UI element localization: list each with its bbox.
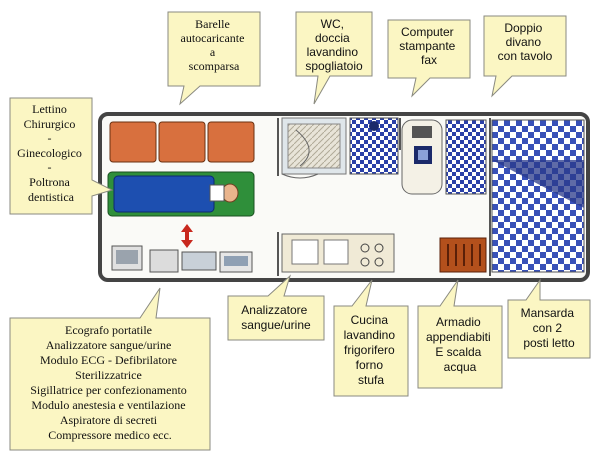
ecografo-line-3: Modulo ECG - Defibrilatore [40,353,177,367]
cucina-line-1: Cucina [351,313,389,327]
callout-ecografo: Ecografo portatile Analizzatore sangue/u… [9,287,211,451]
seat-2 [158,121,206,163]
ecografo-line-7: Aspiratore di secreti [60,413,158,427]
wc-line-1: WC, [321,17,344,31]
ecografo-line-8: Compressore medico ecc. [48,428,172,442]
ecografo-line-2: Analizzatore sangue/urine [46,338,172,352]
mansarda-line-2: con 2 [533,321,563,335]
lettino-line-2: Chirurgico [24,117,76,131]
computer-line-1: Computer [401,25,454,39]
svg-text:Mansarda con 2 pos: Mansarda con 2 posti letto [521,306,578,350]
cucina-line-5: stufa [358,373,384,387]
slide-arrow-icon [181,224,193,248]
mansarda-line-3: posti letto [523,336,575,350]
kitchen-counter [281,233,395,273]
svg-text:Cucina lavandino f: Cucina lavandino frigorifero forno stufa [344,313,399,387]
svg-text:Analizzatore sangue/urin: Analizzatore sangue/urine [241,303,311,332]
svg-text:Barelle autocaricante: Barelle autocaricante a scomparsa [181,17,248,73]
divano-line-3: con tavolo [498,49,553,63]
ecografo-line-1: Ecografo portatile [65,323,152,337]
seat-1 [109,121,157,163]
svg-text:Lettino Chirurgico: Lettino Chirurgico - Ginecologico - Polt… [17,102,85,204]
svg-text:Doppio divano con: Doppio divano con tavolo [498,21,553,63]
lettino-line-3: - [48,131,52,145]
divano-line-1: Doppio [504,21,542,35]
surgical-bed [107,171,255,217]
callout-divano: Doppio divano con tavolo [483,15,567,98]
wc-line-3: lavandino [307,45,359,59]
computer-line-2: stampante [399,39,455,53]
wc-room [281,117,399,179]
analizzatore-line-2: sangue/urine [241,318,311,332]
partition-walls [277,118,491,276]
cucina-line-4: forno [356,358,384,372]
divano-line-2: divano [506,35,542,49]
svg-text:Computer stampante: Computer stampante fax [399,25,458,67]
callout-analizzatore: Analizzatore sangue/urine [227,274,325,341]
wc-line-4: spogliatoio [305,59,363,73]
wardrobe-cabinet [439,237,487,273]
seat-3 [207,121,255,163]
ecografo-line-4: Sterilizzatrice [75,368,142,382]
armadio-line-1: Armadio [436,315,481,329]
lettino-line-5: - [48,160,52,174]
barelle-line-3: a [210,45,216,59]
callout-barelle: Barelle autocaricante a scomparsa [167,11,261,106]
armadio-line-4: acqua [444,360,477,374]
barelle-line-4: scomparsa [189,59,240,73]
mansarda-line-1: Mansarda [521,306,575,320]
medical-equipment [111,245,253,273]
lettino-line-4: Ginecologico [17,146,82,160]
armadio-line-2: appendiabiti [426,330,491,344]
callout-lettino: Lettino Chirurgico - Ginecologico - Polt… [9,97,114,215]
cucina-line-2: lavandino [344,328,396,342]
callout-computer: Computer stampante fax [387,19,471,98]
ecografo-line-5: Sigillatrice per confezionamento [30,383,187,397]
svg-text:WC, doccia lavandi: WC, doccia lavandino spogliatoio [305,17,363,73]
ecografo-line-6: Modulo anestesia e ventilazione [31,398,185,412]
svg-text:Ecografo portatile Anali: Ecografo portatile Analizzatore sangue/u… [30,323,190,442]
svg-text:Armadio appendiabiti: Armadio appendiabiti E scalda acqua [426,315,494,374]
cucina-line-3: frigorifero [344,343,395,357]
callout-cucina: Cucina lavandino frigorifero forno stufa [333,279,409,397]
wc-line-2: doccia [315,31,350,45]
callout-armadio: Armadio appendiabiti E scalda acqua [417,279,503,389]
callout-wc: WC, doccia lavandino spogliatoio [295,11,373,105]
lettino-line-1: Lettino [32,102,67,116]
lettino-line-7: dentistica [28,190,75,204]
mansarda-beds [491,119,585,273]
callout-mansarda: Mansarda con 2 posti letto [507,278,591,359]
orange-seats [109,121,255,163]
computer-line-3: fax [421,53,437,67]
lettino-line-6: Poltrona [29,175,70,189]
analizzatore-line-1: Analizzatore [241,303,307,317]
armadio-line-3: E scalda [435,345,481,359]
barelle-line-2: autocaricante [181,31,245,45]
barelle-line-1: Barelle [195,17,230,31]
computer-desk [401,119,487,195]
